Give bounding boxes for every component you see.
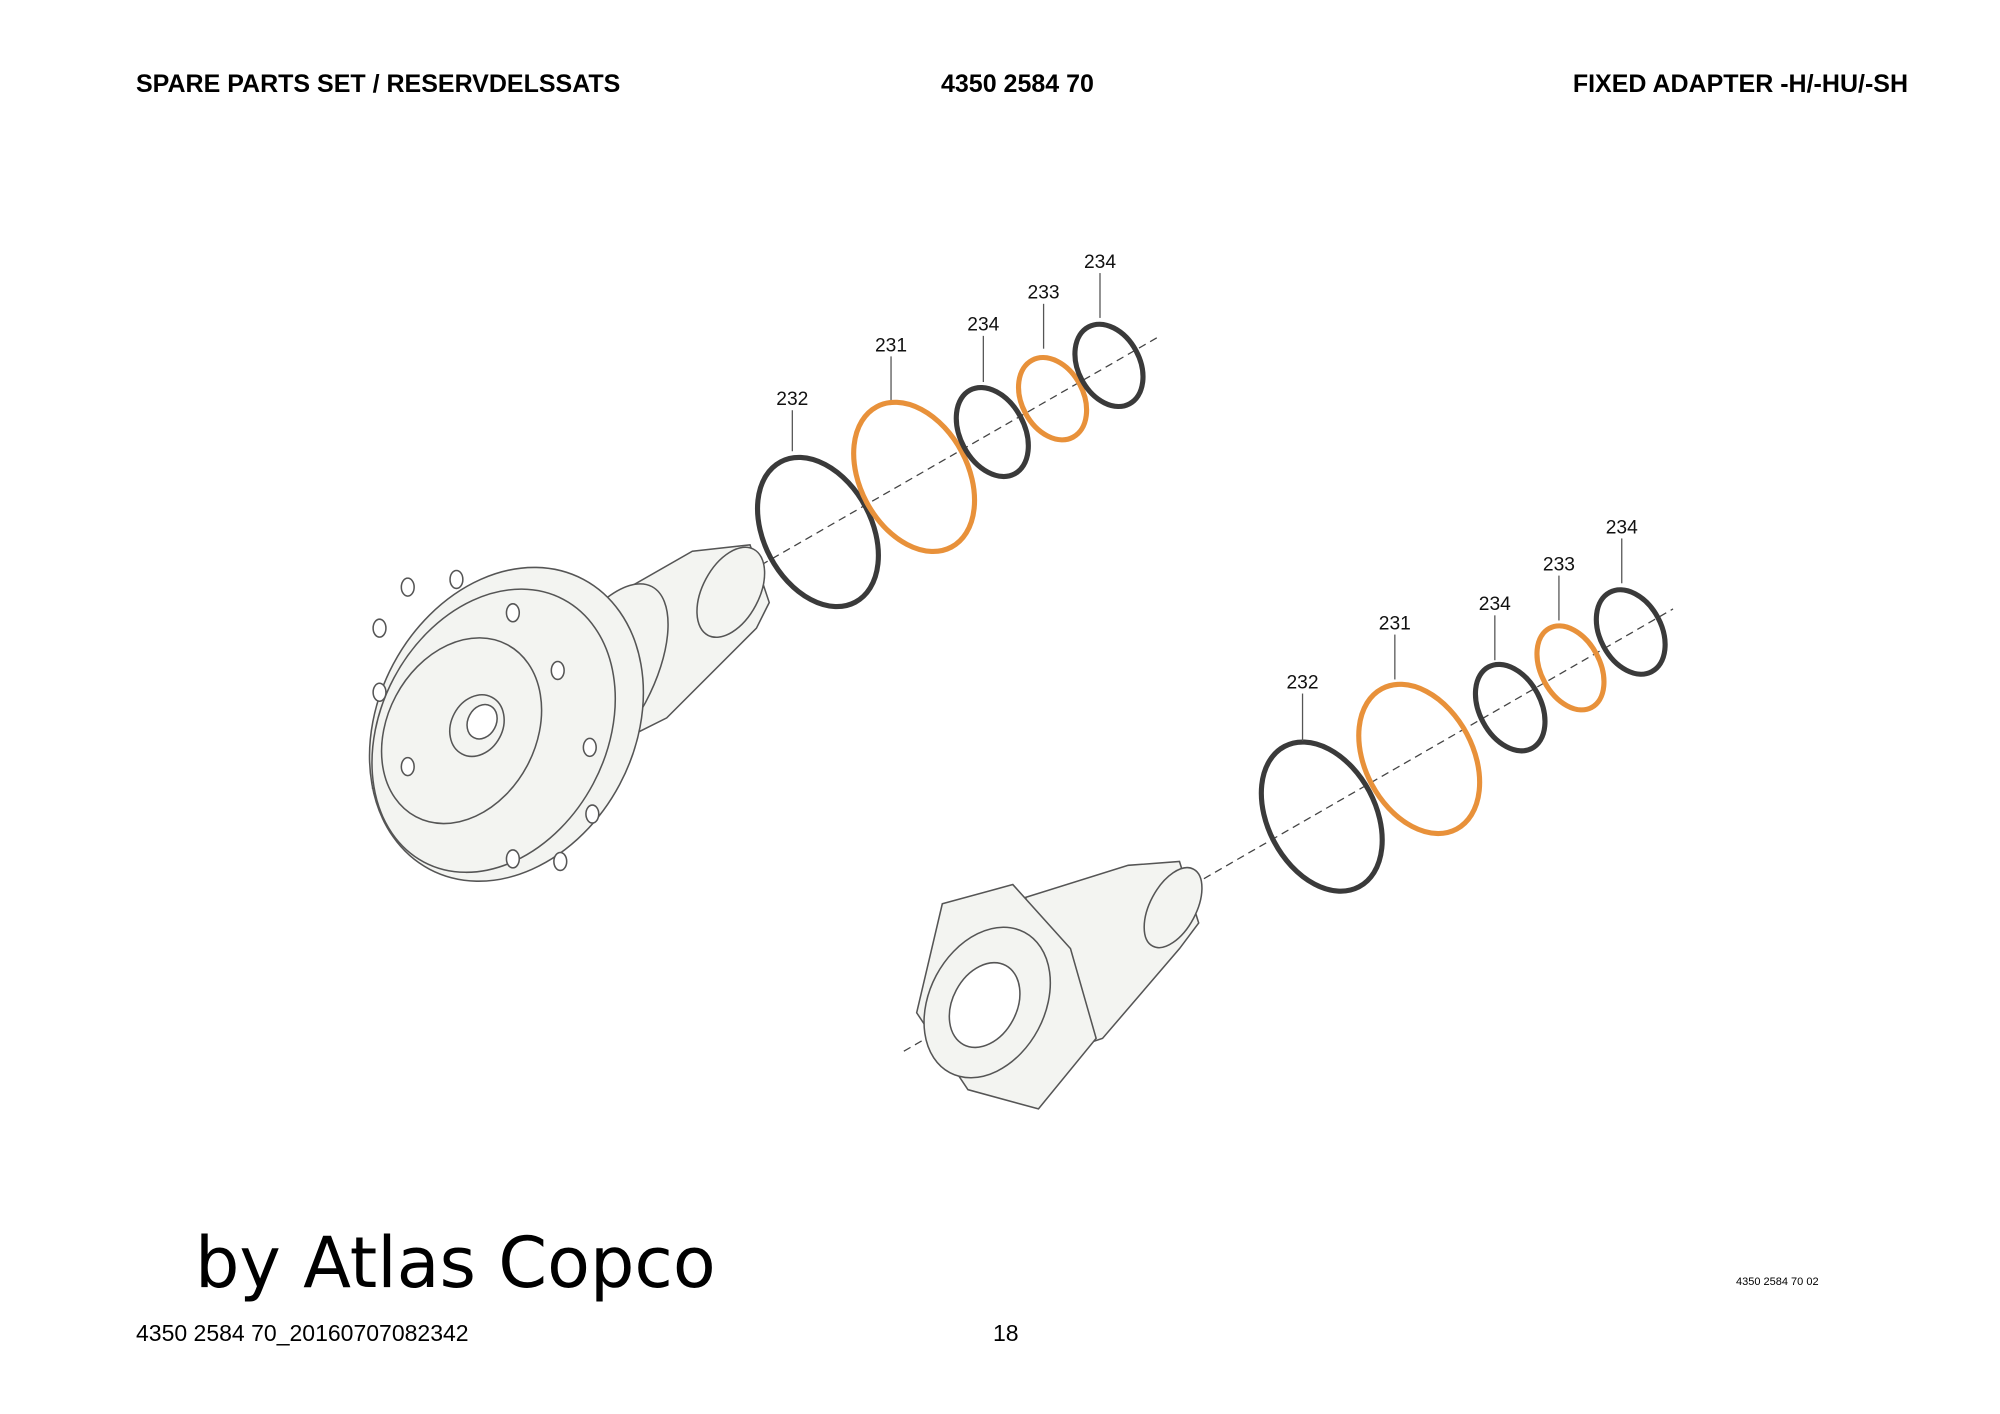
leader-lines [791, 273, 1623, 741]
flange-adapter-part [368, 543, 771, 882]
callout-231: 231 [875, 335, 907, 356]
drawing-reference: 4350 2584 70 02 [1736, 1276, 1819, 1288]
ring-234 [1472, 661, 1548, 754]
ring-234 [953, 384, 1031, 480]
callout-232: 232 [776, 389, 808, 410]
ring-233 [1534, 623, 1607, 713]
callout-231: 231 [1379, 613, 1411, 634]
upper-axis-line [371, 335, 1161, 789]
callout-233: 233 [1028, 283, 1060, 304]
callout-234: 234 [1606, 517, 1638, 538]
ring-232 [1258, 739, 1385, 894]
header-product: FIXED ADAPTER -H/-HU/-SH [1572, 70, 1908, 98]
ring-233 [1015, 355, 1090, 443]
lower-ring-set [1258, 587, 1668, 894]
upper-ring-set [754, 321, 1146, 610]
ring-231 [851, 399, 978, 555]
document-id: 4350 2584 70_20160707082342 [136, 1320, 469, 1346]
callout-234: 234 [1084, 252, 1116, 273]
callout-234: 234 [967, 315, 999, 336]
ring-231 [1356, 681, 1483, 837]
callout-234: 234 [1479, 594, 1511, 615]
brand-watermark: by Atlas Copco [195, 1222, 716, 1304]
header-title: SPARE PARTS SET / RESERVDELSSATS [136, 70, 621, 98]
ring-234 [1593, 587, 1668, 677]
callout-233: 233 [1543, 554, 1575, 575]
ring-232 [754, 454, 881, 610]
callout-232: 232 [1287, 672, 1319, 693]
hex-adapter-part [915, 860, 1203, 1110]
ring-234 [1072, 321, 1146, 410]
header-part-number: 4350 2584 70 [941, 70, 1094, 98]
page-number: 18 [993, 1320, 1019, 1346]
